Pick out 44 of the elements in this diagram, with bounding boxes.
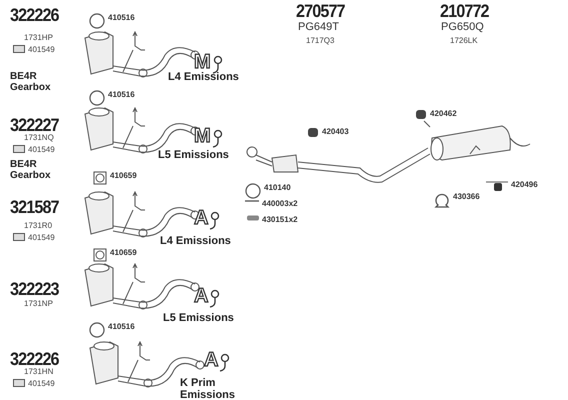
part-number: 410516 (108, 323, 135, 332)
gearbox-letter: A (204, 350, 218, 371)
reference-code: PG650Q (441, 22, 484, 34)
reference-code: 401549 (28, 380, 55, 388)
part-number: 420462 (430, 110, 457, 118)
gearbox-letter: A (194, 286, 208, 307)
reference-code: 401549 (28, 46, 55, 54)
emissions-label: L4 Emissions (168, 72, 239, 84)
part-number: 420403 (322, 128, 349, 136)
part-number: 420496 (511, 181, 538, 190)
reference-code: 401549 (28, 234, 55, 242)
part-number: 322223 (10, 280, 59, 299)
gearbox-letter: M (194, 126, 211, 147)
part-number: 322226 (10, 350, 59, 369)
reference-code: 1731NP (24, 300, 53, 308)
reference-code: 1731NQ (24, 134, 54, 142)
reference-code: 401549 (28, 146, 55, 154)
reference-code: 1726LK (450, 37, 478, 46)
gearbox-letter: A (194, 208, 208, 229)
gearbox-note: BE4R Gearbox (10, 72, 52, 93)
emissions-label: K Prim Emissions (180, 378, 236, 400)
reference-code: 1731HP (24, 34, 53, 42)
gearbox-note: BE4R Gearbox (10, 160, 52, 181)
part-number: 270577 (296, 2, 345, 21)
reference-code: 1731R0 (24, 222, 52, 230)
part-number: 410659 (110, 172, 137, 180)
part-number: 321587 (10, 198, 59, 217)
emissions-label: L5 Emissions (163, 313, 234, 325)
part-number: 410140 (264, 184, 291, 192)
part-number: 210772 (440, 2, 489, 21)
part-number: 322226 (10, 6, 59, 25)
part-number: 322227 (10, 116, 59, 135)
reference-code: 1731HN (24, 368, 54, 376)
part-number: 410516 (108, 14, 135, 22)
emissions-label: L5 Emissions (158, 150, 229, 162)
reference-code: PG649T (298, 22, 339, 34)
gearbox-letter: M (194, 52, 211, 73)
part-number: 430366 (453, 193, 480, 202)
part-number: 410516 (108, 91, 135, 100)
part-number: 430151x2 (262, 216, 298, 224)
emissions-label: L4 Emissions (160, 236, 231, 248)
reference-code: 1717Q3 (306, 37, 334, 46)
part-number: 410659 (110, 249, 137, 258)
part-number: 440003x2 (262, 200, 298, 208)
